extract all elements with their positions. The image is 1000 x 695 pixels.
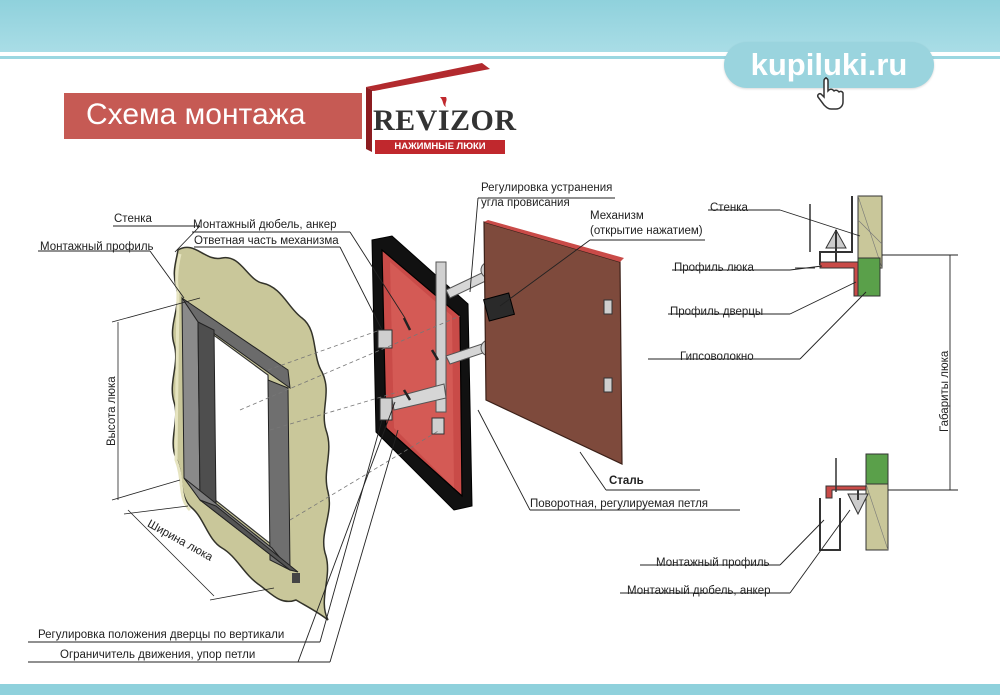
section-bottom <box>819 453 889 551</box>
label-hatch-height: Высота люка <box>106 376 118 446</box>
brand-name: REVIZOR <box>373 104 517 137</box>
label-sag-adjust-1: Регулировка устранения <box>481 182 613 194</box>
label-vertical-adjust: Регулировка положения дверцы по вертикал… <box>38 629 285 641</box>
door-panel <box>483 221 623 465</box>
section-label-gypsum: Гипсоволокно <box>680 351 754 363</box>
label-limiter: Ограничитель движения, упор петли <box>60 649 256 661</box>
label-mechanism-2: (открытие нажатием) <box>590 225 703 237</box>
section-label-hatch-profile: Профиль люка <box>674 262 754 274</box>
top-divider-line <box>0 56 1000 59</box>
site-link-badge[interactable]: kupiluki.ru <box>724 42 934 88</box>
page-title: Схема монтажа <box>86 98 306 131</box>
label-hinge: Поворотная, регулируемая петля <box>530 498 709 510</box>
section-label-door-profile: Профиль дверцы <box>670 306 764 318</box>
section-label-mount-profile: Монтажный профиль <box>656 557 770 569</box>
label-steel: Сталь <box>609 475 644 487</box>
title-bar <box>64 93 362 139</box>
section-label-dimensions: Габариты люка <box>939 350 951 432</box>
section-label-wall: Стенка <box>710 202 748 214</box>
label-wall: Стенка <box>114 213 152 225</box>
label-sag-adjust-2: угла провисания <box>481 197 570 209</box>
section-top <box>795 195 883 297</box>
section-label-dowel: Монтажный дюбель, анкер <box>627 585 771 597</box>
bottom-banner-band <box>0 684 1000 695</box>
label-mount-profile: Монтажный профиль <box>40 241 154 253</box>
label-counter-part: Ответная часть механизма <box>194 235 339 247</box>
label-dowel: Монтажный дюбель, анкер <box>193 219 337 231</box>
brand-tagline: НАЖИМНЫЕ ЛЮКИ <box>375 140 505 154</box>
hand-cursor-icon <box>817 77 844 110</box>
label-mechanism-1: Механизм <box>590 210 644 222</box>
